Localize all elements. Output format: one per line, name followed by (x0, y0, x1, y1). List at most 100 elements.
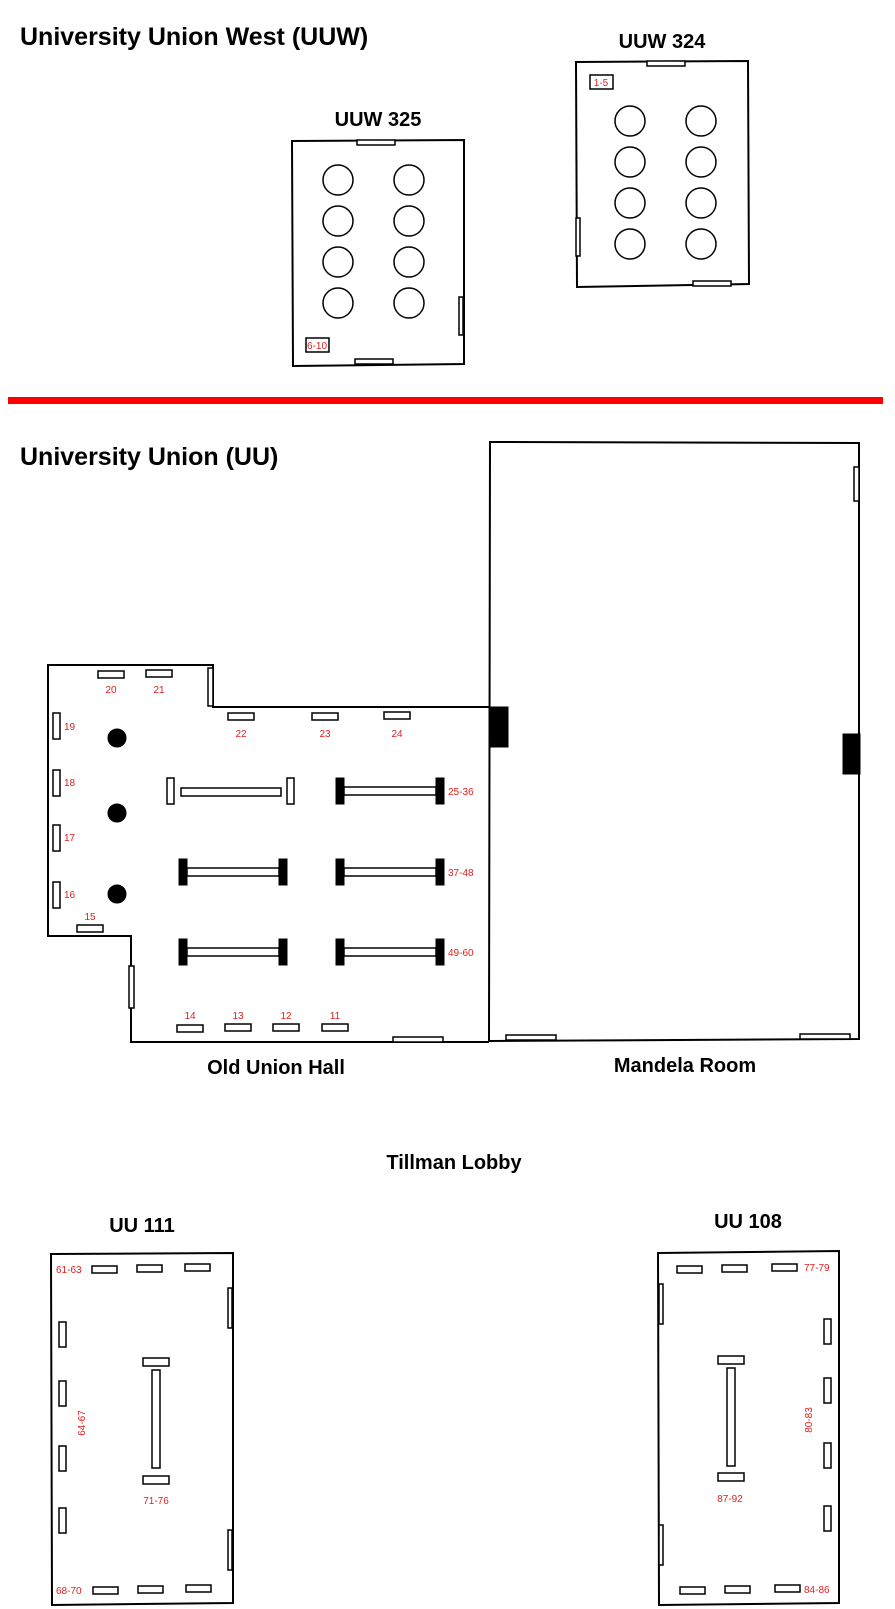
table (676, 1265, 703, 1274)
table (823, 1442, 832, 1469)
table-label: 17 (64, 833, 76, 844)
door (853, 466, 860, 502)
table-end (435, 858, 445, 886)
table (91, 1265, 118, 1274)
table (185, 1584, 212, 1593)
table-label: 37-48 (448, 868, 474, 879)
uuw-section-title: University Union West (UUW) (20, 23, 368, 51)
room-old-union-hall[interactable]: 20 21 22 23 24 19 18 17 16 15 14 13 12 1… (47, 664, 489, 1079)
table (679, 1586, 706, 1595)
table-label: 19 (64, 722, 76, 733)
long-table (343, 867, 437, 877)
room-uu-108[interactable]: UU 108 77-79 80-83 87-92 84-86 (656, 1211, 840, 1607)
table (823, 1377, 832, 1404)
table-label: 13 (232, 1011, 244, 1022)
table (58, 1321, 67, 1348)
table-end (335, 858, 345, 886)
table-label: 84-86 (804, 1585, 830, 1596)
table-label: 24 (391, 729, 403, 740)
table (52, 824, 61, 852)
table-end (335, 777, 345, 805)
door (458, 296, 464, 336)
table (774, 1584, 801, 1593)
room-uu-111[interactable]: UU 111 61-63 64-67 71-76 68-70 (49, 1215, 234, 1607)
table (142, 1357, 170, 1367)
table (823, 1318, 832, 1345)
table-label: 15 (84, 912, 96, 923)
round-table (614, 146, 646, 178)
round-table (322, 246, 354, 278)
room-mandela[interactable]: Mandela Room (487, 440, 861, 1077)
room-title-mandela: Mandela Room (614, 1055, 756, 1077)
pillar (107, 884, 127, 904)
round-table (322, 287, 354, 319)
table-label: 71-76 (143, 1496, 169, 1507)
table-label: 68-70 (56, 1586, 82, 1597)
round-table (393, 287, 425, 319)
door (207, 667, 214, 707)
door (128, 965, 135, 1009)
round-table (393, 246, 425, 278)
table (52, 712, 61, 740)
door (658, 1524, 664, 1566)
round-table (614, 105, 646, 137)
table-end (166, 777, 175, 805)
table (97, 670, 125, 679)
room-uuw-325[interactable]: UUW 325 6-10 (290, 109, 465, 368)
table-label: 14 (184, 1011, 196, 1022)
long-table (186, 867, 280, 877)
room-outline (574, 59, 751, 289)
room-outline (656, 1249, 840, 1607)
round-table (685, 146, 717, 178)
table-end (335, 938, 345, 966)
table (145, 669, 173, 678)
pillar (107, 728, 127, 748)
table-label: 18 (64, 778, 76, 789)
table (58, 1380, 67, 1407)
door (692, 280, 732, 287)
table-label-1-5: 1-5 (594, 78, 609, 89)
pillar (107, 803, 127, 823)
table-end (278, 858, 288, 886)
long-table (186, 947, 280, 957)
round-table (685, 228, 717, 260)
round-table (685, 187, 717, 219)
room-title-tillman-lobby: Tillman Lobby (386, 1152, 522, 1174)
long-table (343, 947, 437, 957)
room-outline (47, 664, 489, 1043)
table-end (178, 858, 188, 886)
table (823, 1505, 832, 1532)
table (383, 711, 411, 720)
room-uuw-324[interactable]: UUW 324 1-5 (574, 31, 751, 289)
door-block (488, 706, 509, 748)
table (137, 1585, 164, 1594)
table-box (589, 74, 614, 90)
table-label-6-10: 6-10 (307, 341, 327, 352)
table (52, 881, 61, 909)
room-outline (290, 138, 465, 368)
door (505, 1034, 557, 1041)
table-label: 11 (330, 1011, 341, 1022)
table-box (305, 337, 330, 353)
door (227, 1287, 233, 1329)
round-table (614, 187, 646, 219)
table (176, 1024, 204, 1033)
door (799, 1033, 851, 1040)
uu-section-title: University Union (UU) (20, 443, 278, 471)
table (771, 1263, 798, 1272)
room-title-uuw-325: UUW 325 (335, 109, 422, 131)
table (52, 769, 61, 797)
door (227, 1529, 233, 1571)
table-label: 21 (153, 685, 165, 696)
table (136, 1264, 163, 1273)
round-table (322, 205, 354, 237)
round-table (685, 105, 717, 137)
table-label: 23 (319, 729, 331, 740)
room-title-uu-111: UU 111 (109, 1215, 175, 1237)
room-outline (487, 440, 860, 1043)
long-table (343, 786, 437, 796)
table (92, 1586, 119, 1595)
table (76, 924, 104, 933)
table-end (286, 777, 295, 805)
